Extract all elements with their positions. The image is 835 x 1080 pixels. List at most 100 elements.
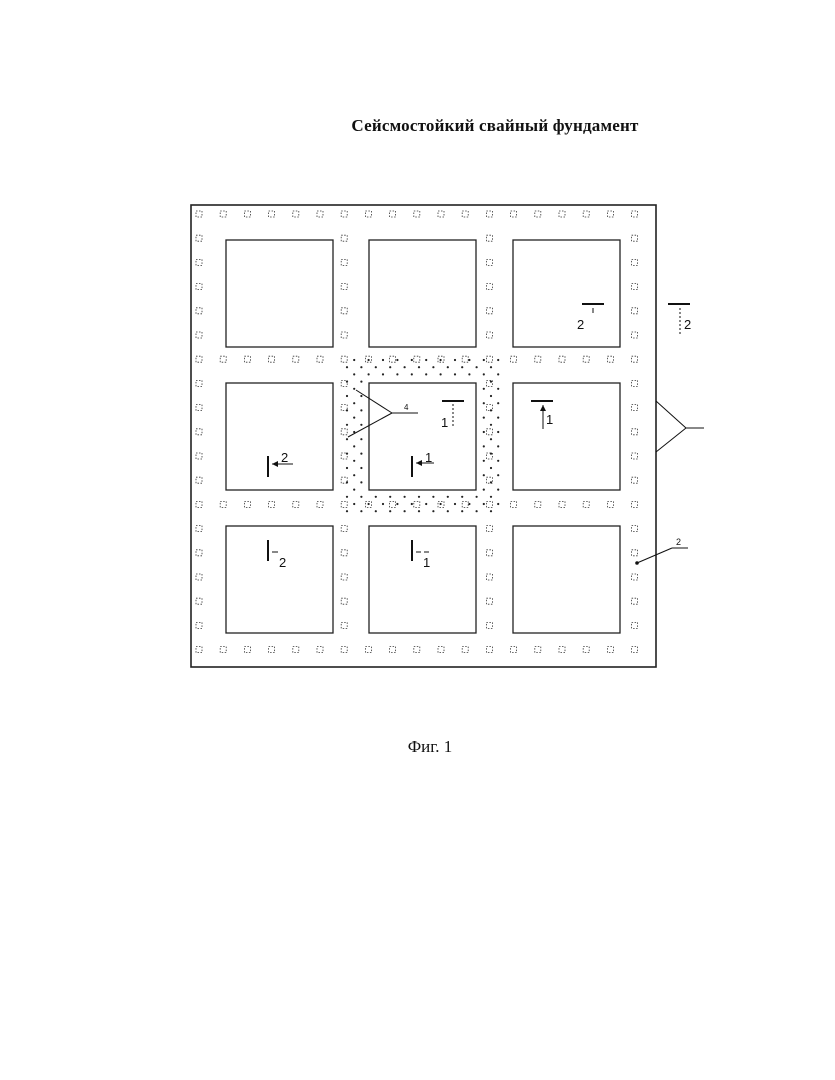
- inner-pile: [497, 459, 500, 462]
- pile: [340, 234, 348, 242]
- inner-pile: [461, 495, 464, 498]
- pile: [437, 355, 445, 363]
- pile: [389, 210, 397, 218]
- column-blocks: [225, 239, 621, 634]
- pile: [631, 573, 638, 581]
- pile: [292, 210, 300, 218]
- pile: [413, 646, 421, 653]
- pile: [485, 234, 493, 242]
- pile: [340, 452, 348, 460]
- pile: [607, 210, 614, 218]
- pile: [558, 646, 566, 653]
- inner-pile: [475, 495, 478, 498]
- inner-pile: [374, 366, 377, 369]
- pile: [413, 210, 421, 218]
- pile: [485, 331, 493, 339]
- pile: [195, 646, 203, 653]
- pile: [631, 428, 638, 436]
- section-label-top-right-inner: 2: [577, 317, 584, 332]
- inner-pile: [360, 495, 363, 498]
- pile: [195, 622, 203, 629]
- callout-single-pile: 2: [635, 537, 688, 565]
- pile: [558, 500, 566, 508]
- pile: [195, 404, 203, 412]
- pile: [340, 476, 348, 484]
- pile: [219, 500, 227, 508]
- pile: [582, 500, 590, 508]
- inner-pile: [345, 452, 349, 455]
- inner-pile: [410, 358, 413, 362]
- figure-title: Сейсмостойкий свайный фундамент: [351, 116, 639, 135]
- pile: [195, 210, 203, 218]
- pile: [340, 355, 348, 363]
- pile: [485, 379, 493, 387]
- pile: [316, 355, 324, 363]
- section-mark-center-mid: 1: [411, 450, 434, 477]
- column-block-1-3: [512, 239, 621, 348]
- pile: [195, 379, 203, 387]
- inner-pile: [345, 423, 349, 426]
- inner-pile: [403, 366, 406, 369]
- inner-pile: [360, 409, 363, 412]
- inner-pile: [410, 502, 413, 506]
- inner-pile: [468, 373, 471, 376]
- pile: [340, 210, 348, 218]
- pile: [607, 355, 614, 363]
- section-label-bottom-left: 2: [279, 555, 286, 570]
- pile: [268, 210, 276, 218]
- inner-pile: [482, 416, 485, 419]
- inner-pile: [446, 495, 449, 498]
- pile: [510, 210, 518, 218]
- pile: [631, 525, 638, 532]
- inner-pile: [381, 373, 385, 376]
- pile: [607, 646, 614, 653]
- pile: [485, 549, 493, 557]
- pile: [582, 646, 590, 653]
- pile: [340, 646, 348, 653]
- inner-pile: [403, 495, 406, 498]
- pile: [316, 646, 324, 653]
- pile: [631, 355, 638, 363]
- inner-pile: [489, 366, 493, 369]
- inner-pile: [482, 474, 485, 477]
- pile: [631, 404, 638, 412]
- section-label-center-top-b: 1: [546, 412, 553, 427]
- inner-pile: [489, 423, 493, 426]
- section-label-bottom-center: 1: [423, 555, 430, 570]
- inner-pile: [482, 387, 485, 390]
- pile: [558, 210, 566, 218]
- inner-pile: [425, 358, 428, 362]
- inner-pile: [475, 510, 478, 513]
- pile: [558, 355, 566, 363]
- pile: [195, 452, 203, 460]
- pile: [243, 646, 251, 653]
- pile: [461, 500, 469, 508]
- inner-pile: [497, 373, 500, 376]
- pile: [340, 379, 348, 387]
- inner-pile: [446, 366, 449, 369]
- inner-pile: [396, 502, 399, 506]
- pile: [340, 428, 348, 436]
- section-mark-top-right-outer: 2: [668, 303, 691, 336]
- inner-pile: [353, 373, 356, 376]
- pile: [631, 379, 638, 387]
- pile: [292, 646, 300, 653]
- inner-pile: [345, 495, 349, 498]
- pile: [340, 597, 348, 605]
- section-label-center-mid: 1: [425, 450, 432, 465]
- pile: [485, 573, 493, 581]
- pile: [195, 234, 203, 242]
- inner-pile: [475, 366, 478, 369]
- inner-pile: [453, 373, 457, 376]
- pile: [340, 404, 348, 412]
- pile: [364, 500, 372, 508]
- section-mark-top-right-inner: 2: [577, 303, 604, 332]
- pile: [534, 355, 542, 363]
- inner-pile: [360, 394, 363, 398]
- pile: [631, 307, 638, 315]
- inner-pile: [345, 409, 349, 412]
- inner-pile: [468, 502, 471, 506]
- pile: [195, 573, 203, 581]
- inner-pile: [461, 366, 464, 369]
- inner-pile: [345, 366, 349, 369]
